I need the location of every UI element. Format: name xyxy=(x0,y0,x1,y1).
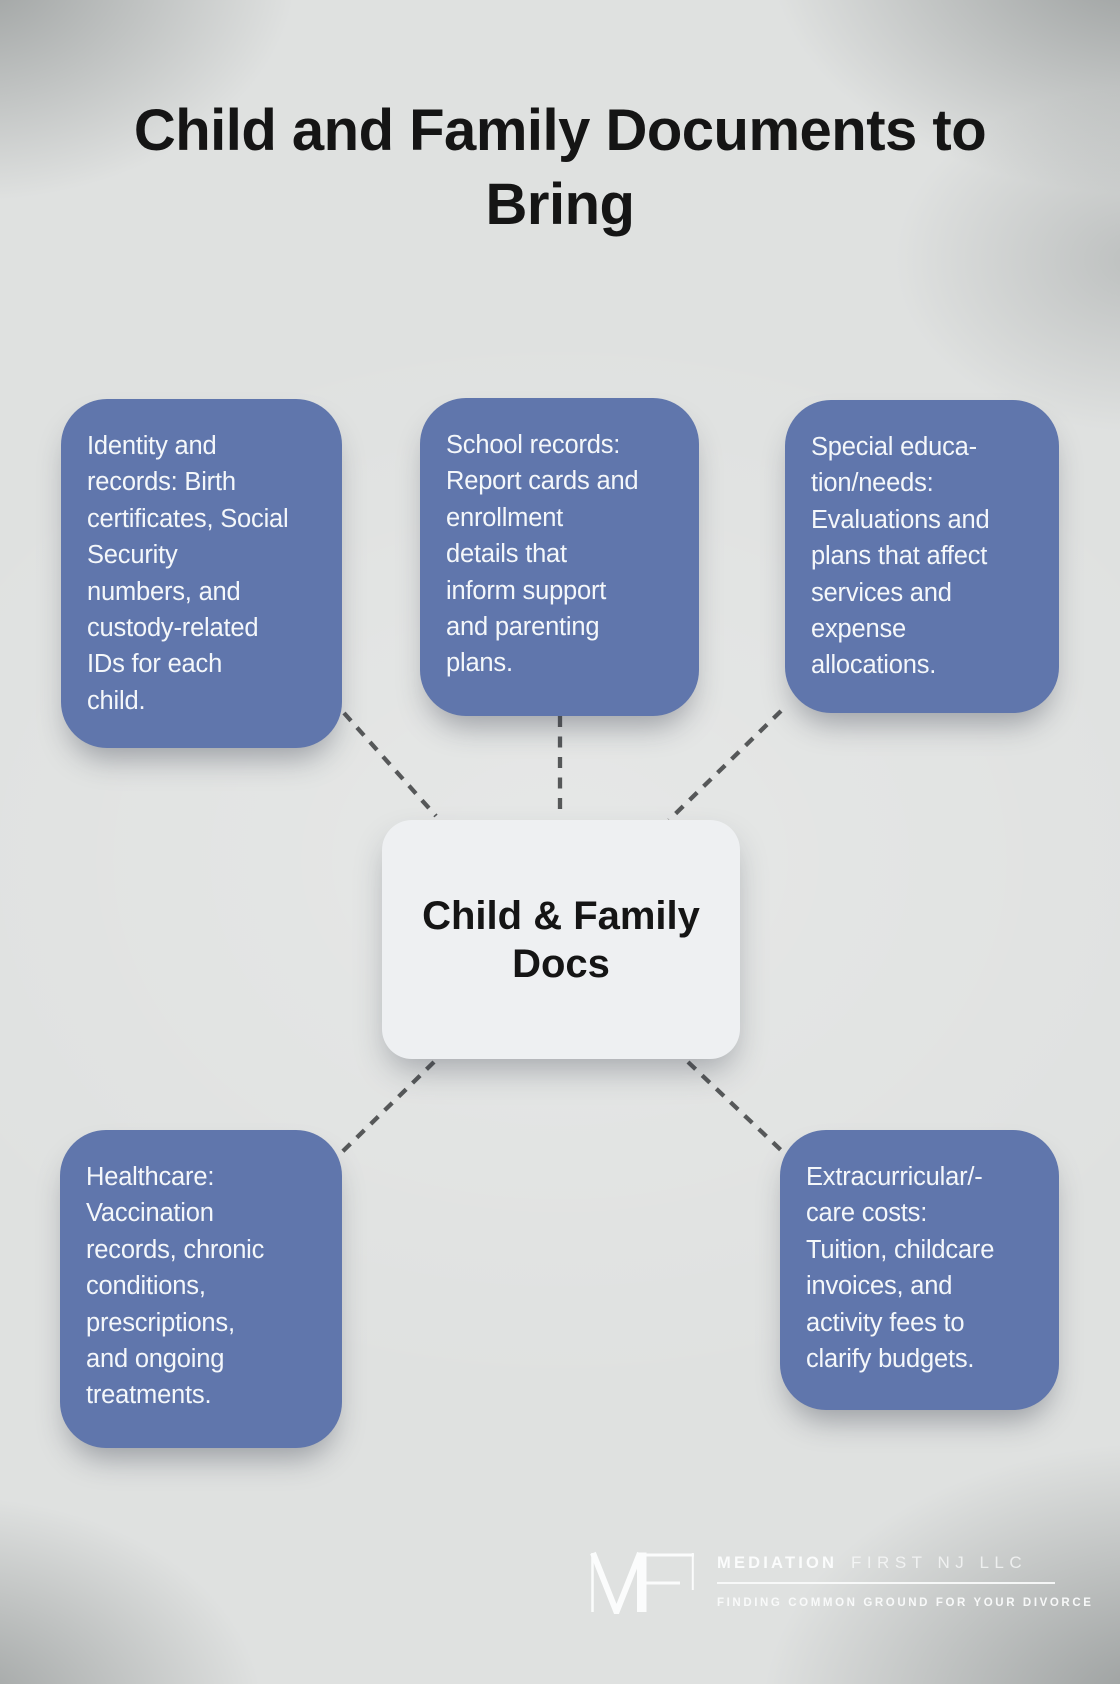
node-healthcare: Healthcare: Vaccination records, chronic… xyxy=(60,1130,342,1448)
node-extracurricular: Extracurricular/- care costs: Tuition, c… xyxy=(780,1130,1059,1410)
center-node-child-family-docs: Child & Family Docs xyxy=(382,820,740,1059)
node-special-education: Special educa- tion/needs: Evaluations a… xyxy=(785,400,1059,713)
connector-special-to-center xyxy=(667,709,783,822)
connector-center-to-extracurricular xyxy=(686,1060,785,1154)
brand-tagline: FINDING COMMON GROUND FOR YOUR DIVORCE xyxy=(717,1597,1094,1609)
brand-logo: MEDIATION FIRST NJ LLC FINDING COMMON GR… xyxy=(589,1550,1094,1614)
logo-divider xyxy=(717,1582,1055,1584)
mf-monogram-icon xyxy=(590,1551,694,1614)
node-identity-records: Identity and records: Birth certificates… xyxy=(61,399,342,748)
brand-name-primary: MEDIATION xyxy=(717,1554,838,1572)
node-school-records: School records: Report cards and enrollm… xyxy=(420,398,699,716)
connector-center-to-healthcare xyxy=(337,1060,436,1157)
brand-name: MEDIATION FIRST NJ LLC xyxy=(717,1553,1094,1573)
page-title: Child and Family Documents to Bring xyxy=(133,98,987,238)
brand-name-secondary: FIRST NJ LLC xyxy=(850,1553,1028,1572)
connector-identity-to-center xyxy=(342,711,438,818)
brand-text-block: MEDIATION FIRST NJ LLC FINDING COMMON GR… xyxy=(717,1550,1094,1609)
